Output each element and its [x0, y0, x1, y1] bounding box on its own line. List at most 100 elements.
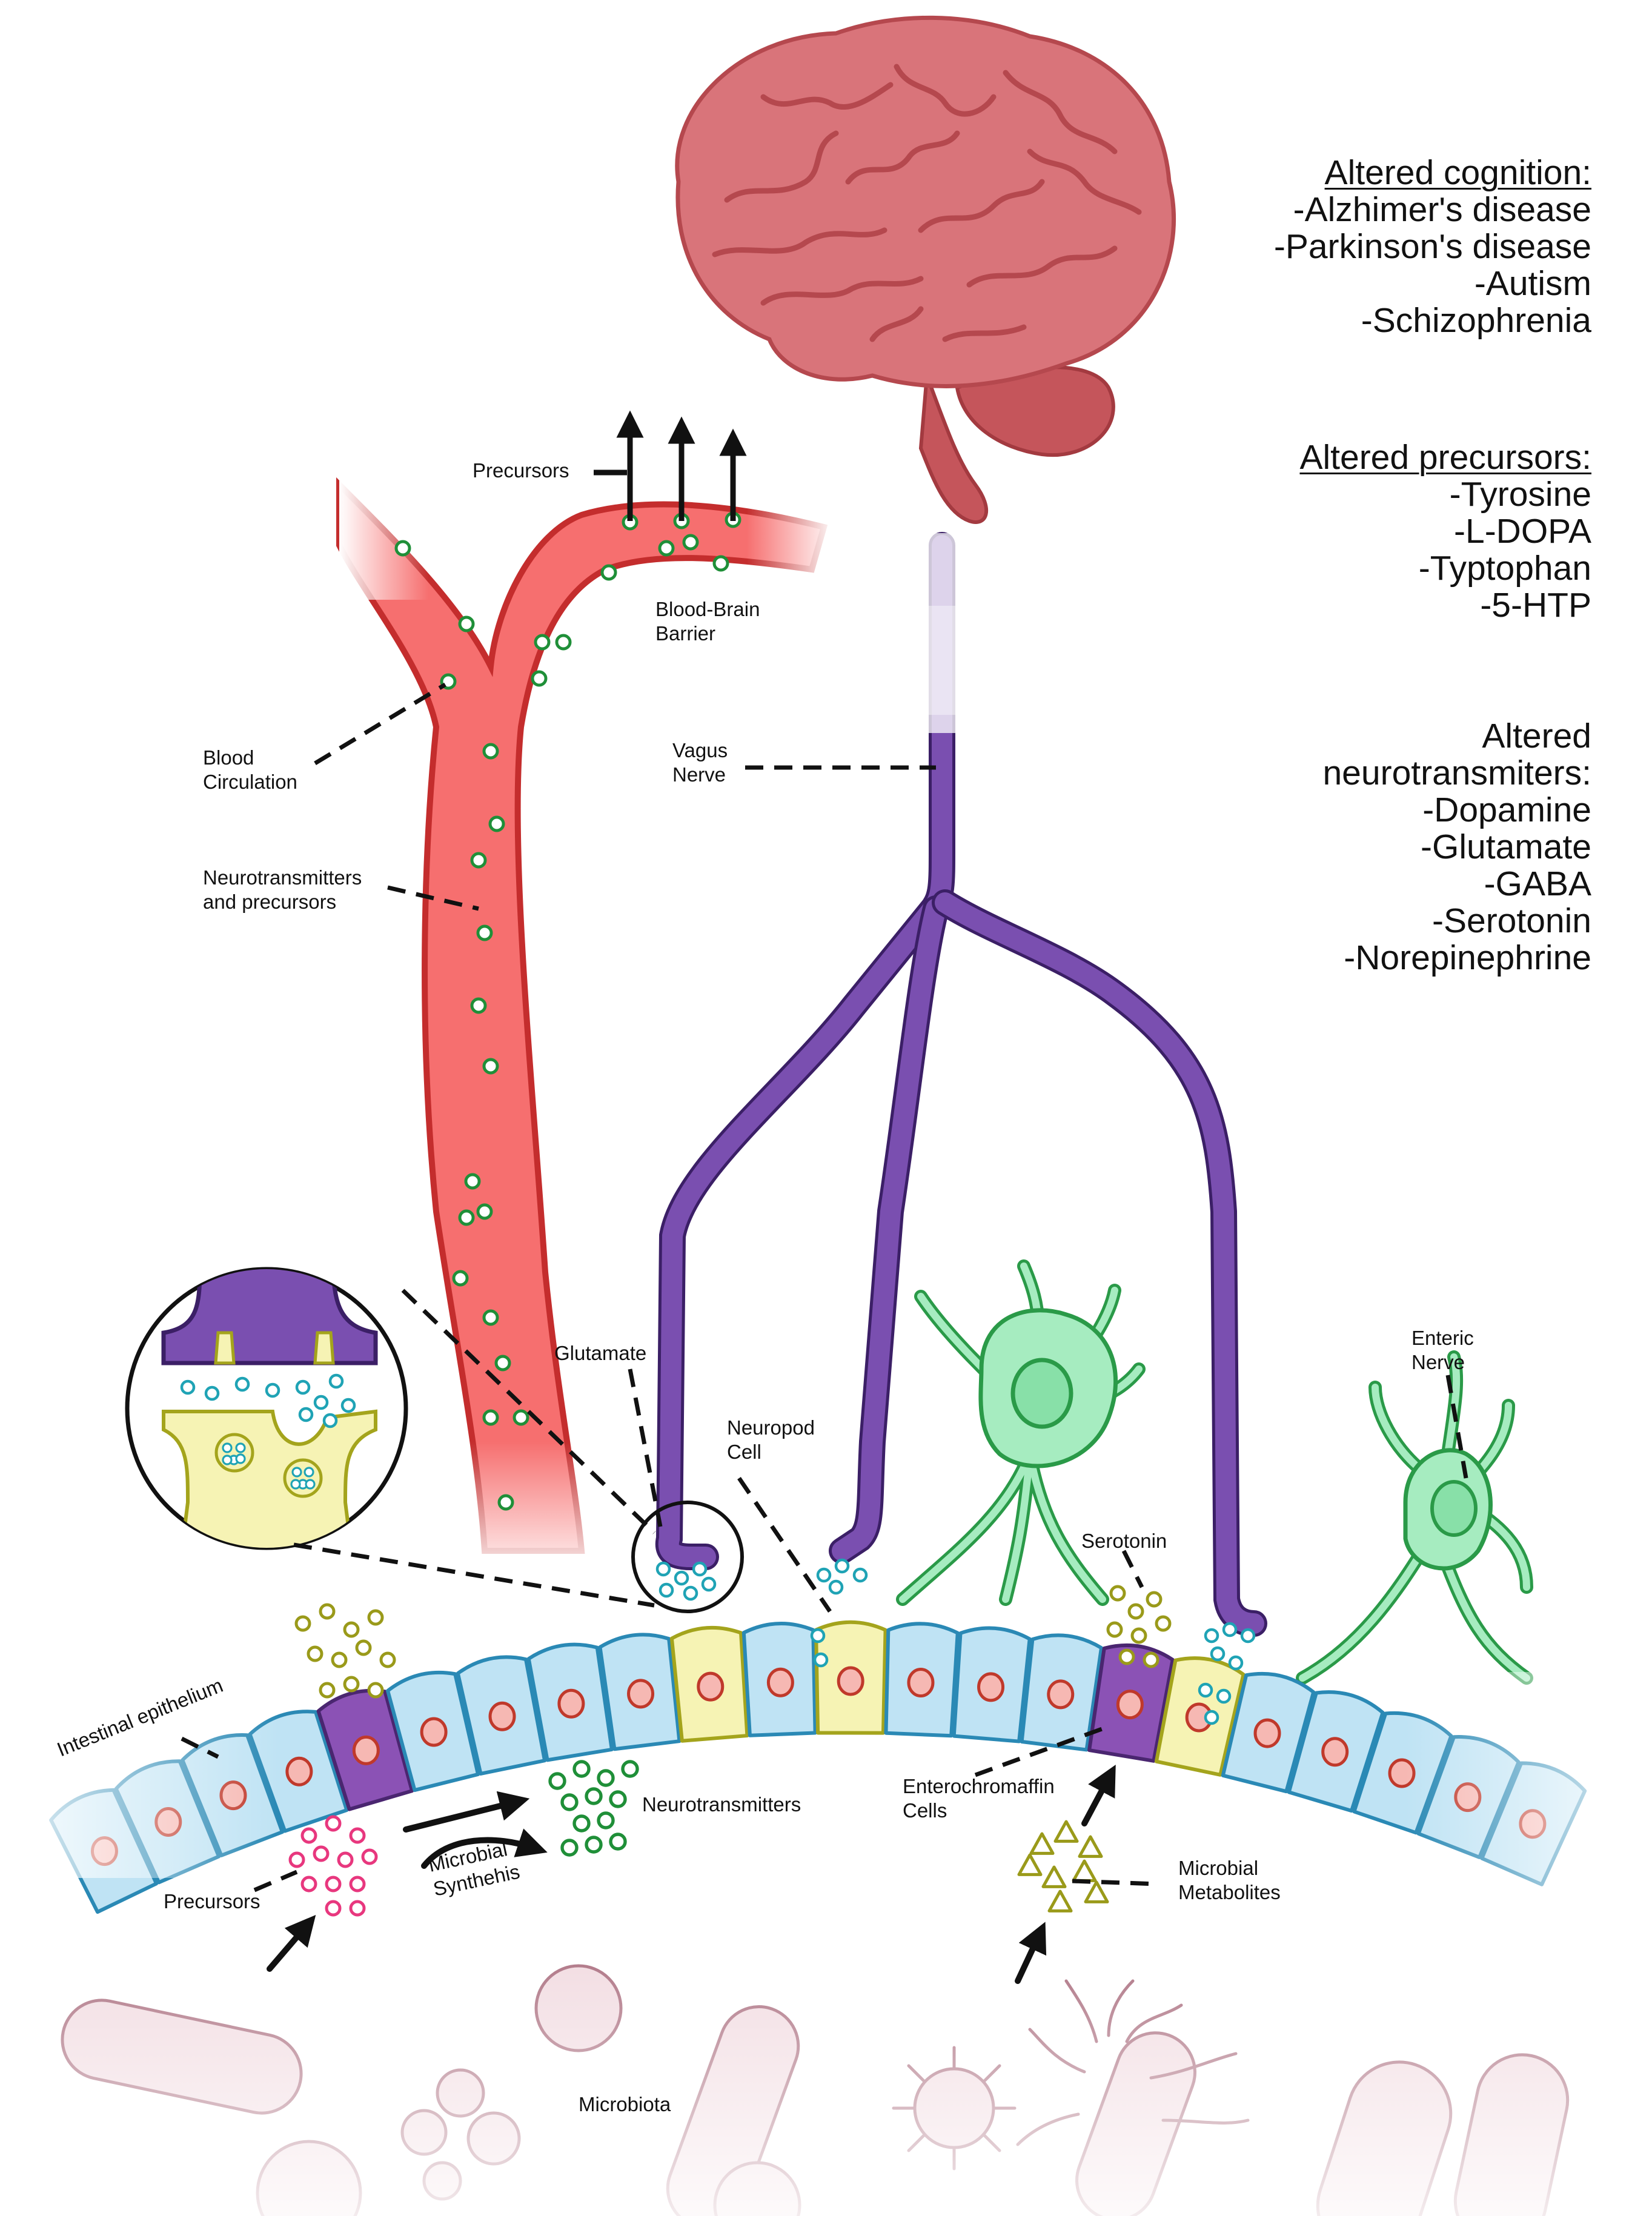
glutamate-particle: [828, 1579, 844, 1595]
vessel-particle: [464, 1173, 481, 1190]
vessel-particle: [458, 615, 475, 632]
glutamate-particle: [658, 1582, 674, 1598]
nt-precursors-label-2: and precursors: [203, 891, 336, 913]
serotonin-particle: [367, 1609, 384, 1626]
cell-nucleus: [352, 1735, 380, 1765]
neurotransmitters-heading: Altered neurotransmiters:: [1322, 717, 1591, 792]
glutamate-particle: [852, 1567, 868, 1583]
vessel-particle: [482, 1309, 499, 1326]
enteric-nerve-label-2: Nerve: [1411, 1351, 1465, 1373]
glutamate-particle: [834, 1558, 850, 1574]
vessel-particle: [470, 852, 487, 869]
glutamate-particle: [683, 1585, 698, 1601]
leader-lines: [181, 683, 1468, 1893]
precursor-particle: [300, 1876, 317, 1893]
brainstem: [918, 374, 988, 524]
serotonin-particle: [1155, 1615, 1172, 1632]
altered-cognition-block: Altered cognition: -Alzhimer's disease -…: [1274, 154, 1591, 339]
synaptic-particle: [204, 1385, 220, 1401]
magnifier-target-ring: [631, 1501, 744, 1613]
enterochromaffin-label: Enterochromaffin: [903, 1775, 1055, 1797]
serotonin-particle: [1109, 1585, 1126, 1602]
vesicle-particle: [304, 1467, 314, 1478]
synaptic-particle: [322, 1413, 338, 1428]
glutamate-particle: [1240, 1628, 1256, 1644]
neurotransmitter-particle: [560, 1793, 579, 1811]
neurotransmitter-particle: [621, 1760, 639, 1778]
neurotransmitters-item: -Glutamate: [1421, 828, 1591, 866]
vessel-particle: [682, 534, 699, 551]
precursors-top-label: Precursors: [473, 459, 569, 482]
metabolite-particle: [1072, 1859, 1097, 1882]
neurotransmitter-particle: [585, 1836, 603, 1854]
vessel-particle: [658, 540, 675, 557]
glutamate-particle: [1210, 1646, 1226, 1662]
vessel-particle: [482, 1409, 499, 1426]
precursor-particle: [337, 1851, 354, 1868]
precursor-particle: [300, 1827, 317, 1844]
enteric-nerve-label: Enteric: [1411, 1327, 1474, 1349]
serotonin-particle: [331, 1651, 348, 1668]
serotonin-particle: [1106, 1621, 1123, 1638]
cell-nucleus: [285, 1756, 313, 1786]
precursor-particle: [288, 1851, 305, 1868]
serotonin-particle: [1127, 1603, 1144, 1620]
vesicle-particle: [222, 1442, 233, 1453]
bbb-label: Blood-Brain: [655, 598, 760, 620]
brain-icon: [675, 15, 1176, 524]
cell-nucleus: [557, 1688, 585, 1719]
vessel-particle: [513, 1409, 529, 1426]
vessel-particle: [531, 670, 548, 687]
serotonin-particle: [367, 1682, 384, 1699]
epithelium-particles: [288, 1558, 1256, 1917]
serotonin-particle: [355, 1639, 372, 1656]
synaptic-particle: [313, 1395, 329, 1410]
altered-neurotransmitters-block: Altered neurotransmiters: -Dopamine -Glu…: [1301, 718, 1591, 977]
vesicle-particle: [291, 1467, 302, 1478]
neurotransmitter-particle: [609, 1833, 627, 1851]
cell-nucleus: [907, 1668, 935, 1698]
brain-gyri: [712, 64, 1142, 342]
vessel-particle: [712, 555, 729, 572]
neurotransmitter-particle: [597, 1811, 615, 1830]
serotonin-particle: [1130, 1627, 1147, 1644]
glutamate-particle: [1198, 1682, 1213, 1698]
metabolite-particle: [1029, 1832, 1055, 1855]
serotonin-particle: [343, 1676, 360, 1693]
precursor-particle: [349, 1876, 366, 1893]
vessel-particle: [494, 1355, 511, 1372]
blood-circulation-label: Blood: [203, 746, 254, 769]
precursors-item: -L-DOPA: [1454, 512, 1591, 551]
vesicle-particle: [235, 1442, 246, 1453]
precursor-particle: [313, 1845, 330, 1862]
synaptic-particle: [295, 1379, 311, 1395]
metabolite-particle: [1084, 1880, 1109, 1903]
glutamate-label: Glutamate: [554, 1342, 646, 1364]
precursors-item: -5-HTP: [1480, 586, 1591, 625]
synaptic-particle: [180, 1379, 196, 1395]
neurotransmitter-particle: [585, 1787, 603, 1805]
enteric-neuron-icon: [896, 1259, 1533, 1685]
glutamate-particle: [1204, 1628, 1219, 1644]
vagus-nerve-label: Vagus: [672, 739, 728, 761]
neurotransmitters-item: -Serotonin: [1432, 901, 1591, 940]
serotonin-particle: [1146, 1591, 1163, 1608]
bbb-arrows: [594, 410, 747, 521]
neurotransmitter-particle: [572, 1760, 591, 1778]
synapse-magnifier-icon: [125, 1267, 408, 1550]
cell-nucleus: [420, 1717, 448, 1747]
glutamate-particle: [813, 1652, 829, 1668]
serotonin-particle: [319, 1682, 336, 1699]
metabolite-particle: [1041, 1865, 1067, 1888]
metabolite-particle: [1017, 1853, 1043, 1876]
cognition-item: -Schizophrenia: [1361, 301, 1591, 340]
glutamate-particle: [701, 1576, 717, 1592]
precursor-particle: [325, 1876, 342, 1893]
vessel-particle: [482, 1058, 499, 1075]
neurotransmitters-label: Neurotransmitters: [642, 1793, 801, 1816]
altered-precursors-block: Altered precursors: -Tyrosine -L-DOPA -T…: [1299, 439, 1591, 624]
metabolite-particle: [1078, 1835, 1103, 1858]
cell-nucleus: [766, 1667, 794, 1697]
neurotransmitters-item: -Norepinephrine: [1344, 938, 1591, 977]
